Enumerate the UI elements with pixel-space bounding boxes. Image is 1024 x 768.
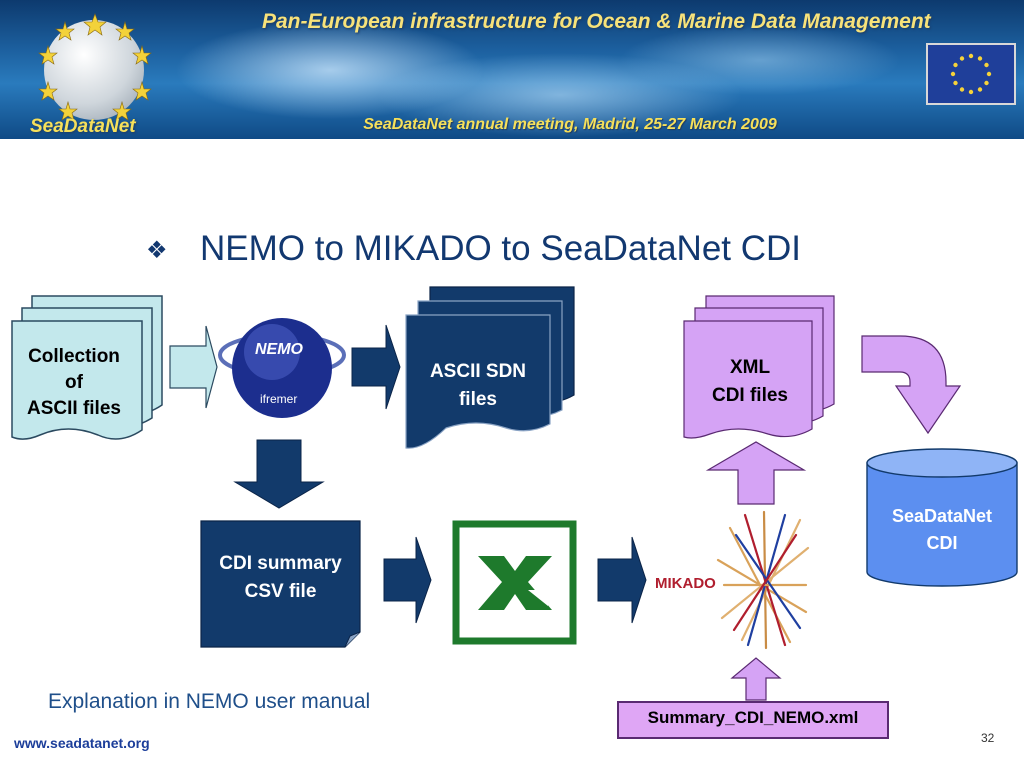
xml-cdi-label: XML CDI files xyxy=(711,357,789,406)
arrow-xml-to-seadatanet xyxy=(861,335,962,435)
seadatanet-cdi-cylinder xyxy=(866,448,1018,587)
banner-subtitle: SeaDataNet annual meeting, Madrid, 25-27… xyxy=(363,116,777,133)
banner-title: Pan-European infrastructure for Ocean & … xyxy=(262,10,931,33)
collection-label: Collection of ASCII files xyxy=(27,346,121,419)
logo-stars-icon xyxy=(38,13,152,121)
nemo-ifremer-text: ifremer xyxy=(260,392,298,406)
slide-title: NEMO to MIKADO to SeaDataNet CDI xyxy=(200,229,802,268)
ascii-sdn-document-stack xyxy=(405,286,575,449)
ascii-sdn-label: ASCII SDN files xyxy=(429,361,527,410)
footer-url-link[interactable]: www.seadatanet.org xyxy=(14,735,150,751)
explanation-note: Explanation in NEMO user manual xyxy=(48,690,371,713)
cdi-summary-label: CDI summary CSV file xyxy=(219,553,342,602)
arrow-to-mikado xyxy=(597,536,647,624)
mikado-label: MIKADO xyxy=(655,575,716,592)
ascii-files-document-stack xyxy=(11,295,163,440)
arrow-to-excel xyxy=(383,536,432,624)
page-number: 32 xyxy=(981,731,995,745)
summary-file-label: Summary_CDI_NEMO.xml xyxy=(647,708,859,727)
xml-cdi-document-stack xyxy=(683,295,835,439)
arrow-summary-to-mikado xyxy=(730,657,782,701)
eu-flag-icon xyxy=(926,43,1016,105)
nemo-logo-text: NEMO xyxy=(255,341,303,358)
nemo-logo-icon xyxy=(218,318,346,418)
logo-text: SeaDataNet xyxy=(30,116,136,137)
arrow-to-cdi-summary xyxy=(233,439,325,509)
arrow-to-ascii-sdn xyxy=(351,324,401,410)
arrow-mikado-to-xml xyxy=(705,441,807,505)
header-banner xyxy=(0,0,1024,139)
arrow-to-nemo xyxy=(169,325,218,409)
mikado-sticks-icon xyxy=(716,510,810,650)
excel-icon xyxy=(452,520,577,645)
seadatanet-cdi-label: SeaDataNet CDI xyxy=(891,506,993,553)
diamond-bullet-icon: ❖ xyxy=(146,237,168,264)
summary-file-box xyxy=(617,701,889,739)
